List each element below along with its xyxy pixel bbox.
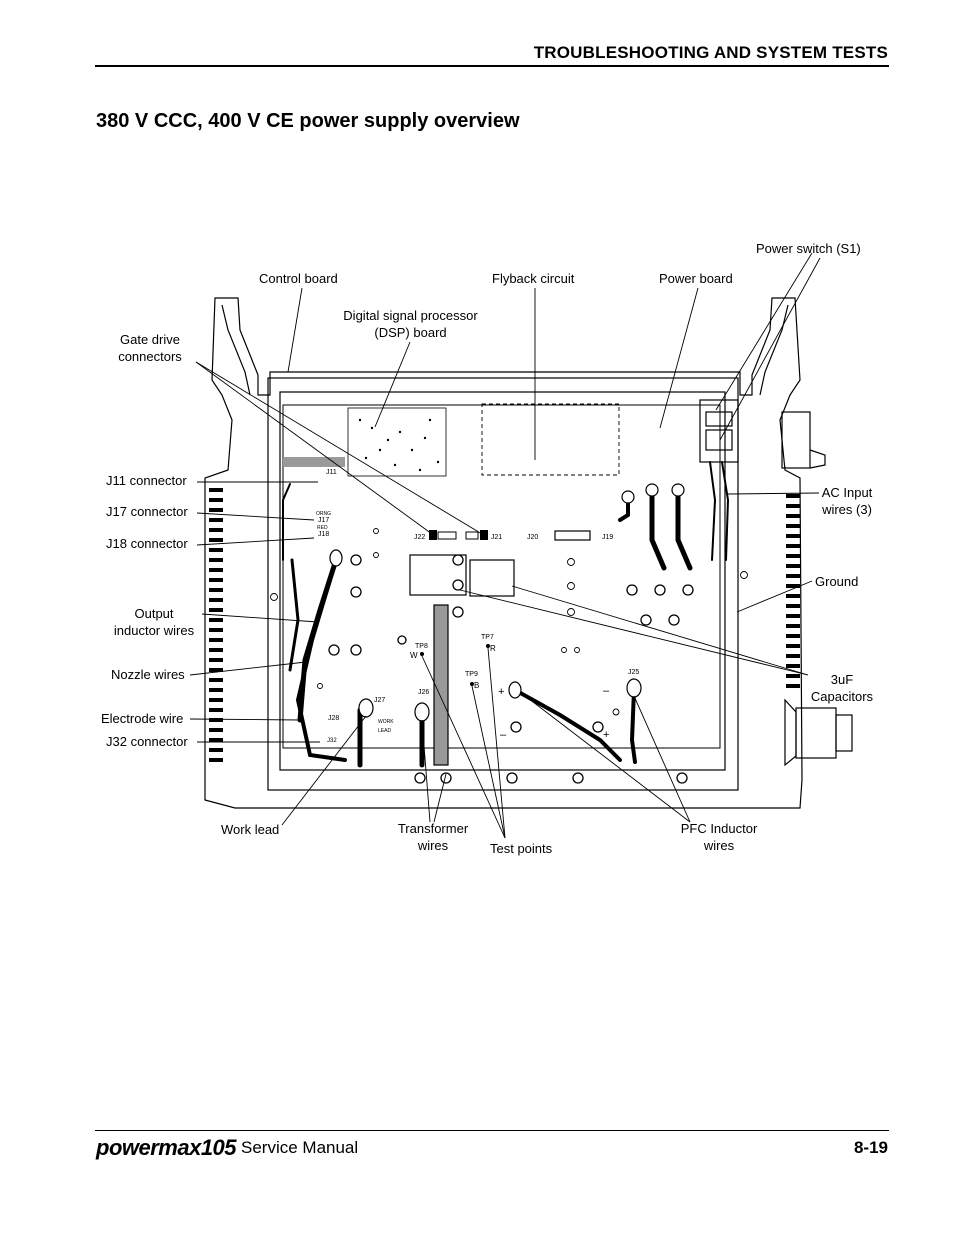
board-label-j25: J25 [628,669,639,676]
board-label-j22: J22 [414,534,425,541]
callout-electrode-wire: Electrode wire [101,711,184,726]
callout-control-board: Control board [259,271,338,286]
callout-transformer-line1: Transformer [397,821,469,836]
callout-dsp-board-line2: (DSP) board [374,325,447,340]
callout-j18: J18 connector [106,536,188,551]
callout-gate-drive-line2: connectors [118,349,182,364]
callout-nozzle-wires: Nozzle wires [111,667,185,682]
footer-rule [95,1130,889,1131]
callout-work-lead: Work lead [221,822,280,837]
callout-capacitors-line1: 3uF [830,672,854,687]
callout-output-inductor-line2: inductor wires [113,623,195,638]
footer-brand: powermax105 [96,1135,237,1160]
callout-ac-input: AC Input wires (3) [816,484,878,518]
callout-gate-drive-line1: Gate drive [120,332,180,347]
pfc-inductor-wire-2 [629,688,637,764]
callout-j11: J11 connector [106,473,187,488]
footer-page-number: 8-19 [853,1138,888,1157]
ac-input-wire-2 [649,489,667,571]
capacitor-2 [469,559,515,597]
callout-pfc-inductor: PFC Inductor wires [672,820,766,854]
callout-j32: J32 connector [106,734,188,749]
board-label-lead: LEAD [378,728,391,734]
header-rule [95,65,889,67]
callout-ac-input-line1: AC Input [821,485,873,500]
board-label-j26: J26 [418,689,429,696]
dsp-board-components [358,418,440,472]
capacitor-1 [409,554,467,596]
callout-output-inductor-line1: Output [134,606,174,621]
callout-ground: Ground [815,574,859,589]
callout-dsp-board-line1: Digital signal processor [343,308,478,323]
board-label-tp8: TP8 [415,643,428,650]
flyback-region [481,403,620,476]
board-label-j11: J11 [326,469,337,476]
right-vents [786,494,800,688]
board-label-j19: J19 [602,534,613,541]
board-label-j18: J18 [318,531,329,538]
power-switch [699,399,739,463]
board-label-tp7: TP7 [481,634,494,641]
section-title: 380 V CCC, 400 V CE power supply overvie… [96,110,520,132]
callout-power-board: Power board [659,271,733,286]
callout-dsp-board: Digital signal processor (DSP) board [338,307,483,341]
board-label-minus-1: – [500,729,507,741]
board-label-tp8-w: W [410,651,418,660]
callout-gate-drive: Gate drive connectors [108,331,192,365]
left-vents [209,488,223,762]
board-label-j17: J17 [318,517,329,524]
board-label-j27: J27 [374,697,385,704]
ac-input-wire-1 [618,496,630,522]
callout-ac-input-line2: wires (3) [822,502,872,517]
callout-pfc-inductor-line2: wires [703,838,735,853]
board-label-work: WORK [378,719,394,725]
board-label-tp7-r: R [490,644,496,653]
board-label-tp9-b: B [474,681,479,690]
main-board [282,404,721,749]
callout-leader-lines [189,252,821,839]
gate-drive-connector-j21 [480,530,488,540]
callout-test-points: Test points [490,841,553,856]
board-label-j21: J21 [491,534,502,541]
callout-flyback-circuit: Flyback circuit [492,271,575,286]
board-label-red: RED [317,525,328,531]
callout-capacitors: 3uF Capacitors [806,671,878,705]
callout-pfc-inductor-line1: PFC Inductor [680,821,758,836]
chassis-outline [204,297,803,809]
board-label-j32: J32 [327,738,337,744]
board-label-plus-1: + [498,686,504,698]
footer-manual-title: Service Manual [241,1138,359,1157]
callout-transformer: Transformer wires [390,820,476,854]
board-label-j20: J20 [527,534,538,541]
board-label-orng: ORNG [316,511,331,517]
callout-power-switch: Power switch (S1) [756,241,861,256]
pfc-inductor-wire-1 [513,688,622,762]
dsp-board [347,407,447,477]
header-section-title: TROUBLESHOOTING AND SYSTEM TESTS [533,43,888,62]
gate-drive-connector-j22 [429,530,437,540]
board-label-tp9: TP9 [465,671,478,678]
board-label-minus-2: – [603,685,610,697]
board-label-j28: J28 [328,715,339,722]
nozzle-wire [295,578,347,762]
electrode-wire [288,558,300,672]
callout-output-inductor: Output inductor wires [108,605,200,639]
callout-capacitors-line2: Capacitors [810,689,874,704]
callout-transformer-line2: wires [417,838,449,853]
callout-j17: J17 connector [106,504,188,519]
ac-input-wire-3 [675,489,693,571]
board-label-plus-2: + [603,729,609,741]
